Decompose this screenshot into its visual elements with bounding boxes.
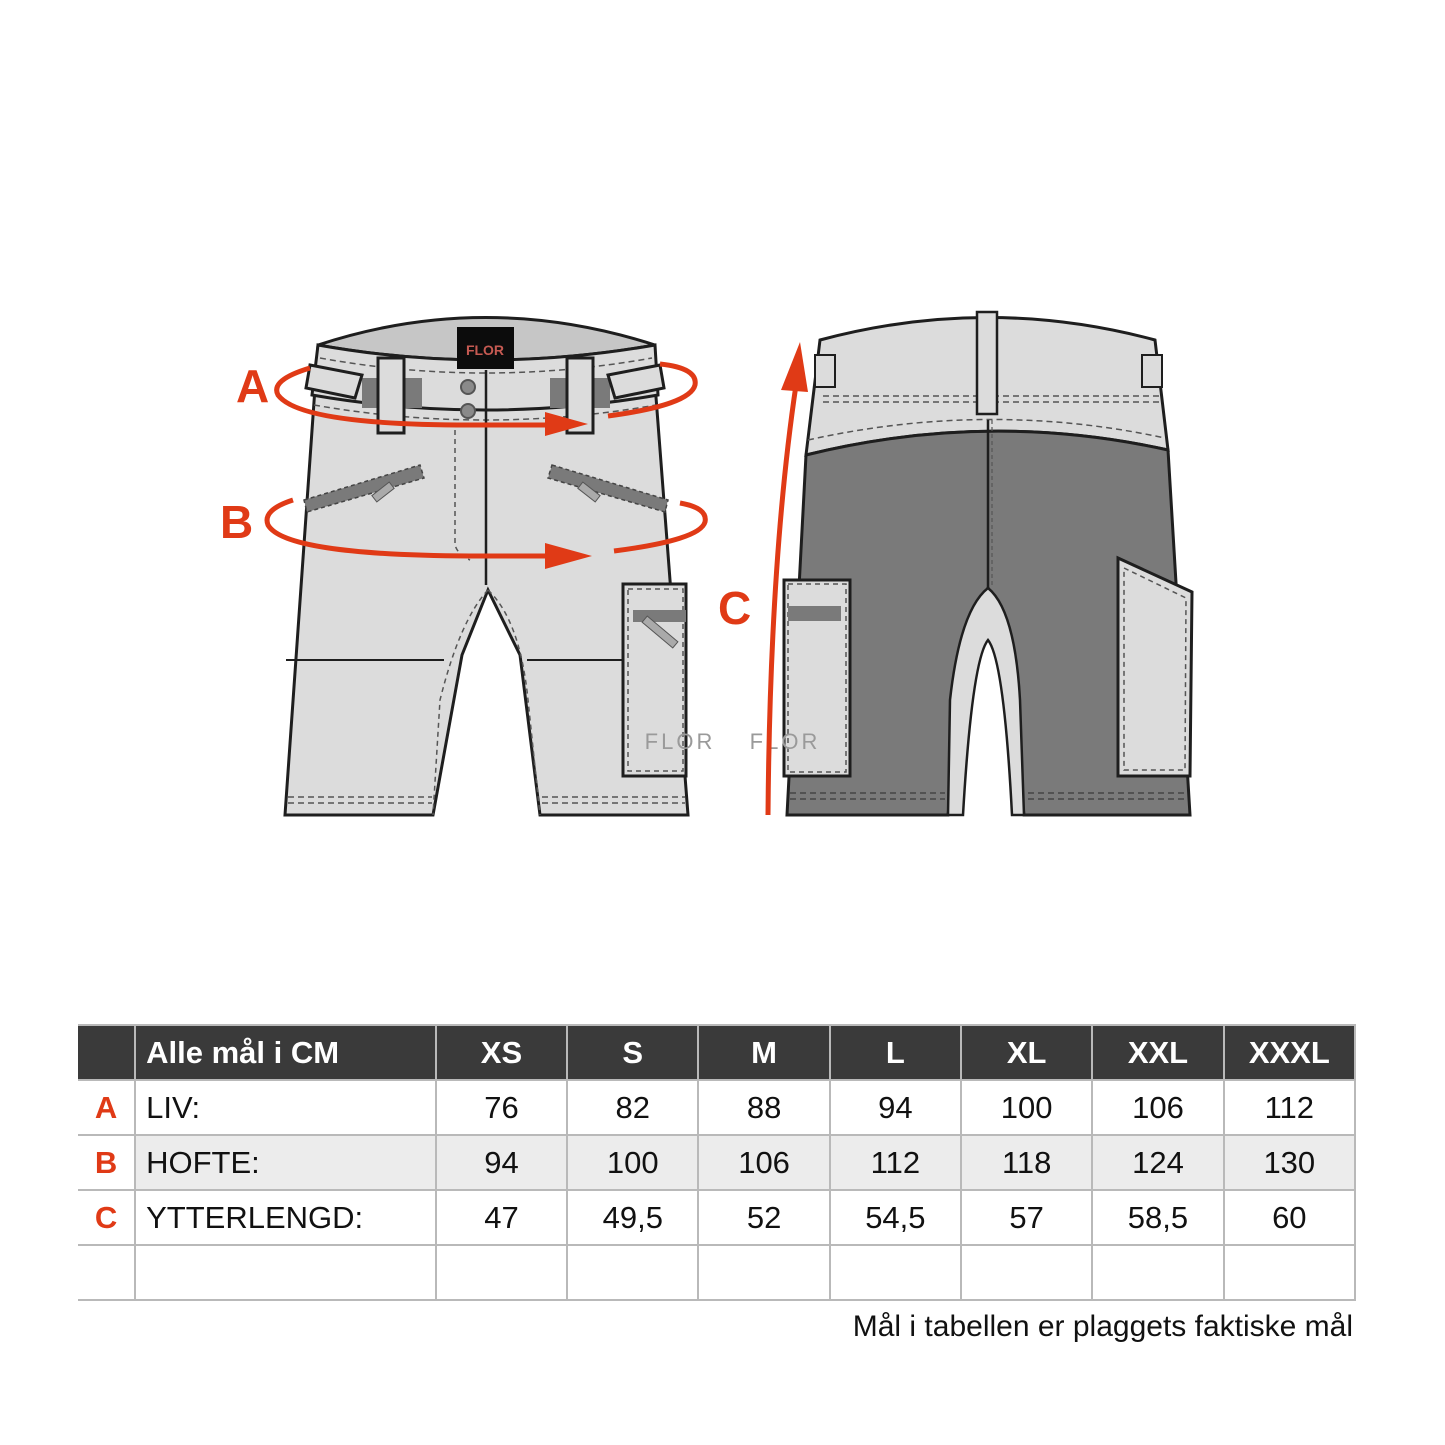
table-row-hip: B HOFTE: 94 100 106 112 118 124 130 <box>78 1134 1357 1191</box>
front-view: FLOR FLOR <box>283 316 716 817</box>
cell-value <box>566 1244 700 1301</box>
cell-value: 106 <box>697 1134 831 1191</box>
row-key: A <box>78 1079 137 1136</box>
size-chart-table: Alle mål i CM XS S M L XL XXL XXXL A LIV… <box>78 1024 1357 1301</box>
row-label: HOFTE: <box>134 1134 437 1191</box>
cell-value <box>434 1244 569 1301</box>
cell-value: 88 <box>697 1079 831 1136</box>
header-size-xl: XL <box>960 1024 1094 1081</box>
cell-value: 112 <box>1222 1079 1357 1136</box>
header-size-xxxl: XXXL <box>1222 1024 1357 1081</box>
cell-value: 124 <box>1091 1134 1225 1191</box>
cell-value <box>1222 1244 1357 1301</box>
header-size-l: L <box>828 1024 963 1081</box>
cell-value: 54,5 <box>828 1189 963 1246</box>
cell-value: 52 <box>697 1189 831 1246</box>
row-key: B <box>78 1134 137 1191</box>
table-footnote: Mål i tabellen er plaggets faktiske mål <box>852 1310 1353 1343</box>
cell-value: 94 <box>434 1134 569 1191</box>
cell-value: 100 <box>566 1134 700 1191</box>
header-key-cell <box>78 1024 137 1081</box>
header-size-s: S <box>566 1024 700 1081</box>
header-size-xxl: XXL <box>1091 1024 1225 1081</box>
header-label: Alle mål i CM <box>134 1024 437 1081</box>
table-header-row: Alle mål i CM XS S M L XL XXL XXXL <box>78 1024 1357 1081</box>
row-key: C <box>78 1189 137 1246</box>
row-label: YTTERLENGD: <box>134 1189 437 1246</box>
measurement-b: B <box>220 496 708 569</box>
table-row-outseam: C YTTERLENGD: 47 49,5 52 54,5 57 58,5 60 <box>78 1189 1357 1246</box>
table-row-waist: A LIV: 76 82 88 94 100 106 112 <box>78 1079 1357 1136</box>
garment-illustration: FLOR FLOR A B <box>220 310 1194 817</box>
cell-value: 118 <box>960 1134 1094 1191</box>
label-a: A <box>236 360 269 412</box>
cell-value: 49,5 <box>566 1189 700 1246</box>
brand-tag-text: FLOR <box>466 342 504 358</box>
watermark-front: FLOR <box>645 729 716 754</box>
shorts-diagram: FLOR FLOR A B <box>220 310 1194 817</box>
cell-value <box>960 1244 1094 1301</box>
table-row-empty <box>78 1244 1357 1301</box>
cell-value: 76 <box>434 1079 569 1136</box>
cell-value: 82 <box>566 1079 700 1136</box>
row-label: LIV: <box>134 1079 437 1136</box>
row-label <box>134 1244 437 1301</box>
header-size-m: M <box>697 1024 831 1081</box>
cell-value <box>1091 1244 1225 1301</box>
cell-value: 58,5 <box>1091 1189 1225 1246</box>
cell-value <box>697 1244 831 1301</box>
label-b: B <box>220 496 253 548</box>
label-c: C <box>718 582 751 634</box>
cell-value: 106 <box>1091 1079 1225 1136</box>
cell-value: 94 <box>828 1079 963 1136</box>
cell-value: 100 <box>960 1079 1094 1136</box>
cell-value: 47 <box>434 1189 569 1246</box>
measurement-a: A <box>236 360 698 436</box>
brand-tag <box>457 327 514 369</box>
measurement-c: C <box>718 342 808 816</box>
row-key <box>78 1244 137 1301</box>
cell-value: 60 <box>1222 1189 1357 1246</box>
header-size-xs: XS <box>434 1024 569 1081</box>
back-view: FLOR <box>750 310 1194 817</box>
cell-value <box>828 1244 963 1301</box>
cell-value: 112 <box>828 1134 963 1191</box>
cell-value: 57 <box>960 1189 1094 1246</box>
cell-value: 130 <box>1222 1134 1357 1191</box>
watermark-back: FLOR <box>750 729 821 754</box>
